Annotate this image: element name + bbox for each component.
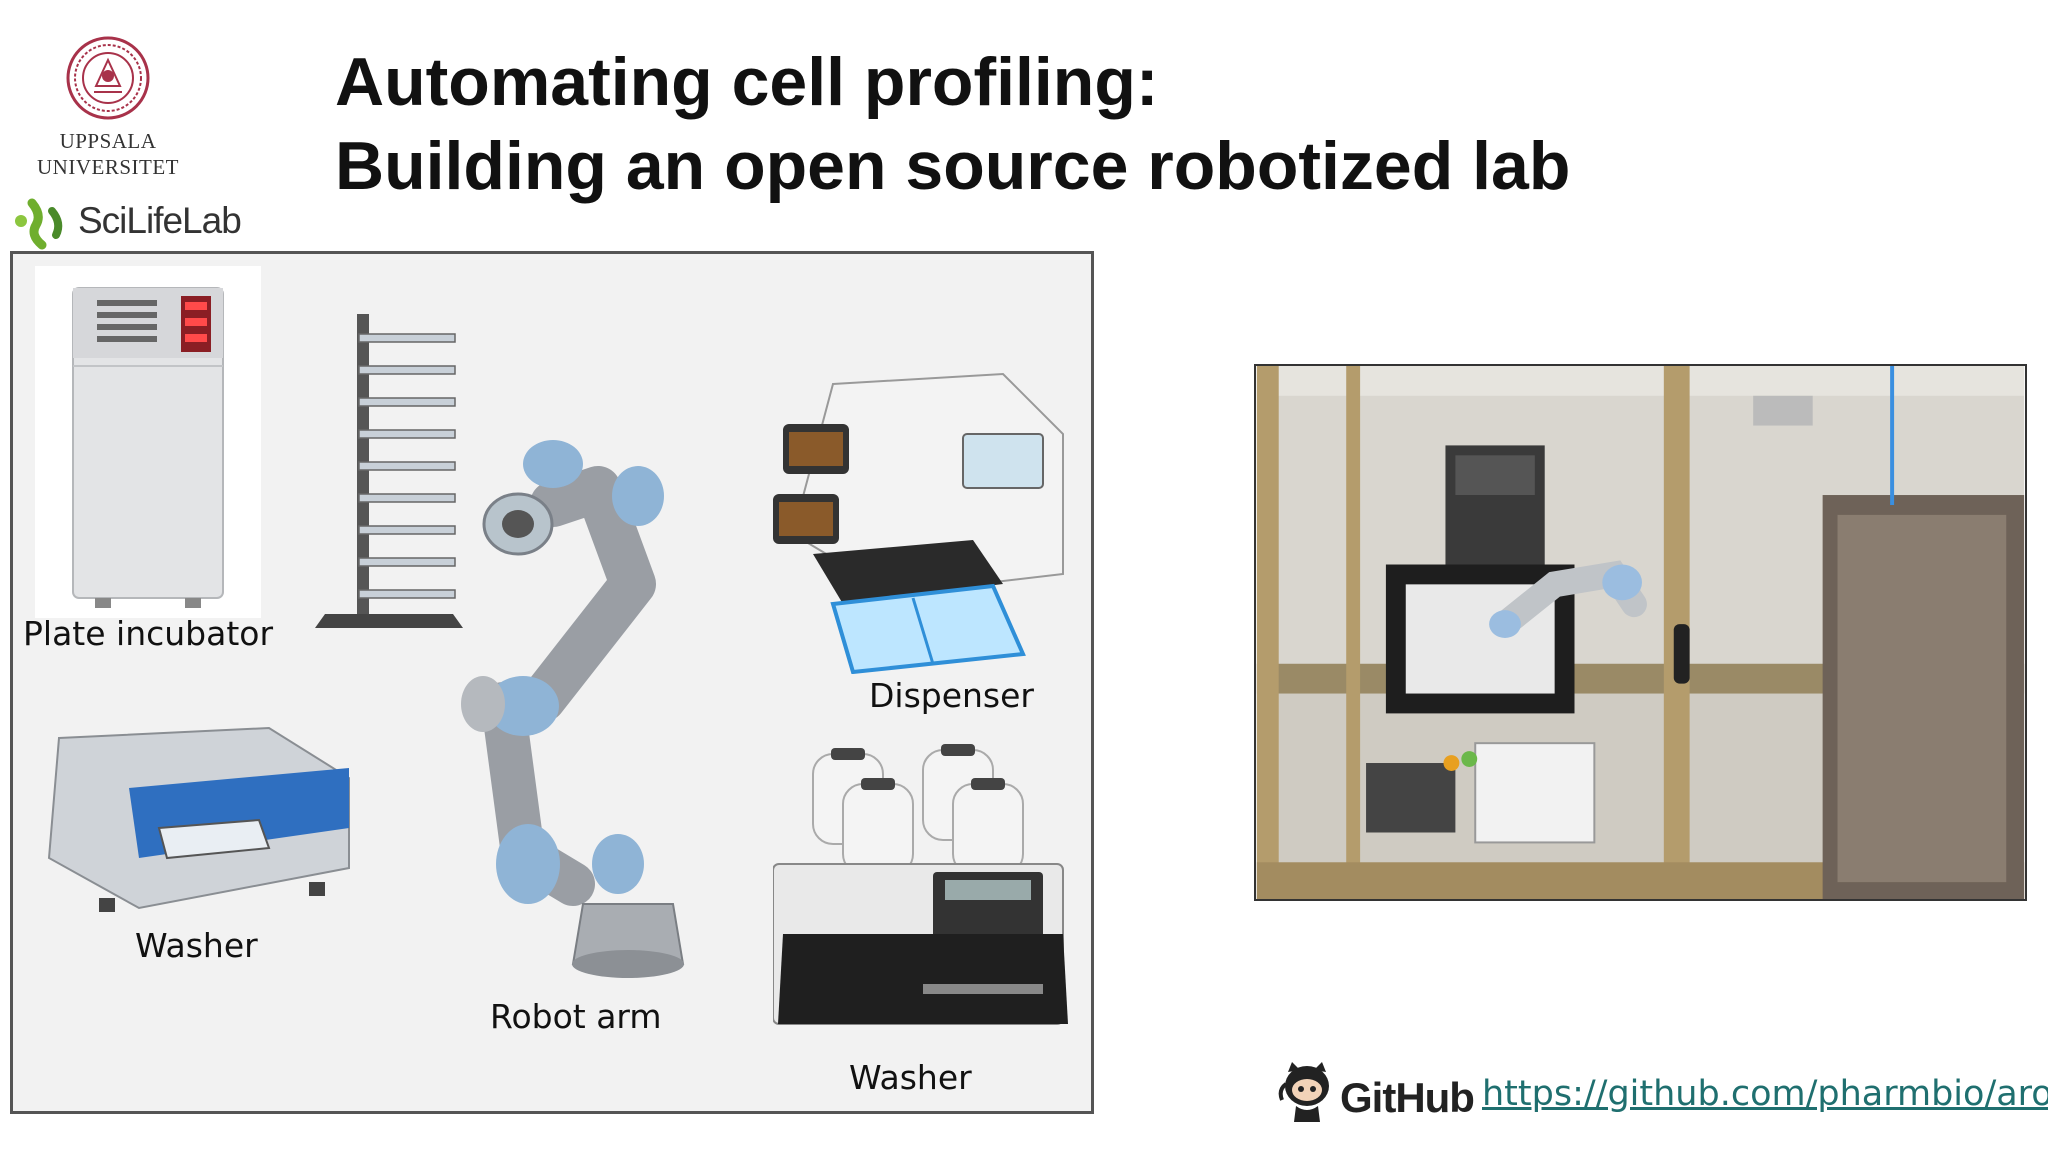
label-washer-left: Washer <box>135 926 258 965</box>
uppsala-line2: UNIVERSITET <box>37 155 179 179</box>
title-line-2: Building an open source robotized lab <box>335 128 1571 204</box>
washer-left-image <box>47 726 350 912</box>
label-robot-arm: Robot arm <box>490 997 662 1036</box>
equipment-panel: Plate incubator Robot arm <box>10 251 1094 1114</box>
label-dispenser: Dispenser <box>869 676 1034 715</box>
plate-incubator-image <box>35 266 261 618</box>
label-plate-incubator: Plate incubator <box>23 614 274 653</box>
github-octocat-icon <box>1278 1062 1329 1122</box>
dispenser-image <box>773 372 1064 674</box>
uppsala-line1: UPPSALA <box>59 129 157 153</box>
robot-arm-image <box>461 440 685 978</box>
title-line-1: Automating cell profiling: <box>335 44 1159 120</box>
uppsala-logo-text: UPPSALA UNIVERSITET <box>18 128 198 180</box>
github-repo-link[interactable]: https://github.com/pharmbio/aros <box>1482 1074 2048 1114</box>
scilifelab-logo-text: SciLifeLab <box>78 200 242 241</box>
plate-rack-image <box>315 314 463 628</box>
uppsala-seal-logo <box>66 36 150 120</box>
label-washer-right: Washer <box>849 1058 972 1097</box>
scilifelab-mark-icon <box>15 198 63 250</box>
slide-title: Automating cell profiling: Building an o… <box>335 40 1570 208</box>
lab-photo <box>1254 364 2027 901</box>
github-label: GitHub <box>1340 1074 1475 1121</box>
washer-right-image <box>773 744 1068 1025</box>
